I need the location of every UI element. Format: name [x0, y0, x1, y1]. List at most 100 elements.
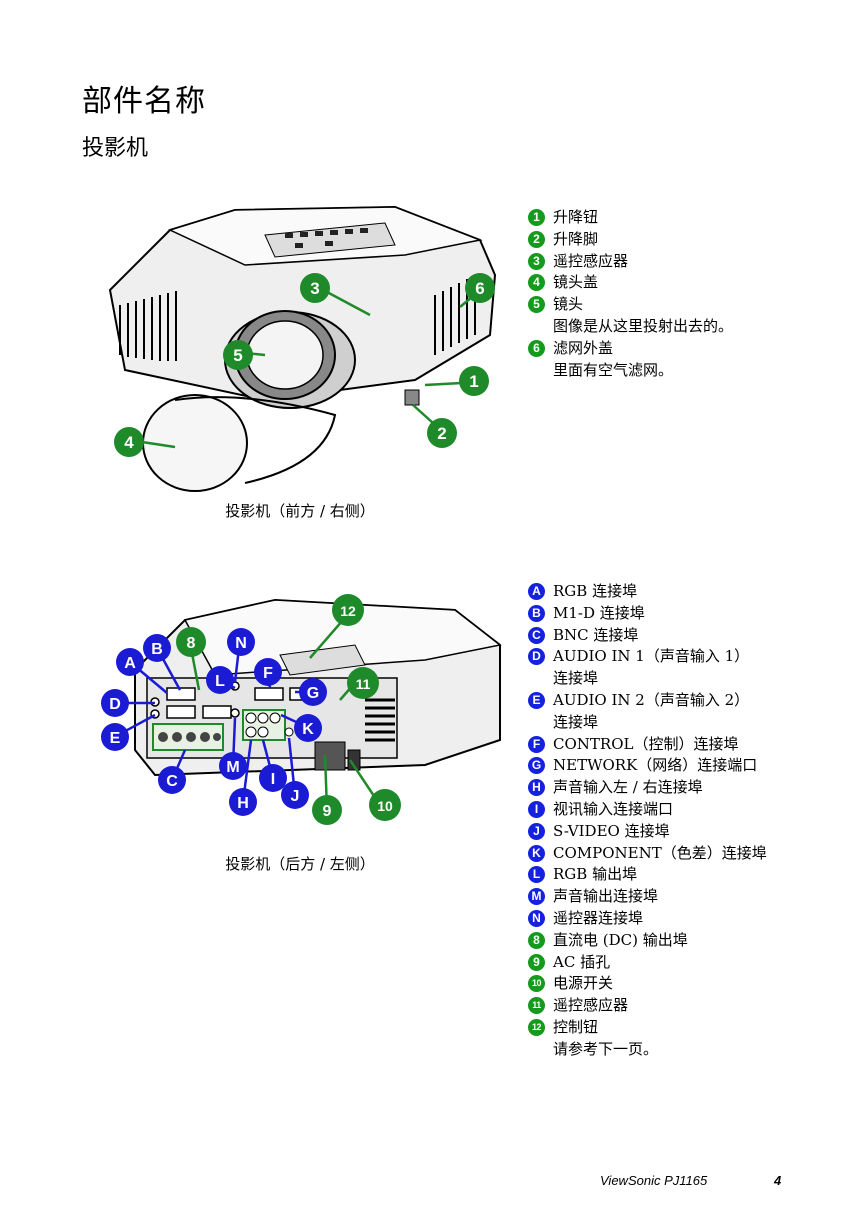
svg-text:L: L — [215, 673, 225, 690]
rear-callout-M: M — [219, 752, 247, 780]
rear-callout-10: 10 — [369, 789, 401, 821]
front-callout-2: 2 — [427, 418, 457, 448]
badge-C: C — [528, 626, 545, 644]
svg-text:10: 10 — [377, 798, 393, 814]
legend-label: M1-D 连接埠 — [553, 603, 645, 622]
badge-N: N — [528, 909, 545, 927]
legend-label: 电源开关 — [553, 974, 614, 993]
badge-J: J — [528, 822, 545, 840]
legend-label: AC 插孔 — [553, 952, 611, 971]
svg-text:J: J — [291, 788, 300, 805]
legend-sub: 里面有空气滤网。 — [553, 360, 674, 379]
legend-label: 声音输出连接埠 — [553, 887, 659, 906]
legend-label: 镜头 — [553, 295, 584, 314]
badge-M: M — [528, 888, 545, 906]
legend-item: D AUDIO IN 1（声音输入 1） 连接埠 — [528, 646, 767, 690]
svg-text:11: 11 — [356, 676, 371, 692]
badge-4: 4 — [528, 274, 545, 292]
front-callout-3: 3 — [300, 273, 330, 303]
badge-5: 5 — [528, 296, 545, 314]
svg-text:K: K — [302, 721, 314, 738]
front-caption: 投影机（前方 / 右侧） — [225, 502, 375, 520]
legend-item: 6 滤网外盖里面有空气滤网。 — [528, 338, 733, 382]
badge-H: H — [528, 779, 545, 797]
front-callout-6: 6 — [465, 273, 495, 303]
svg-text:B: B — [151, 641, 163, 658]
badge-B: B — [528, 604, 545, 622]
legend-item: 9 AC 插孔 — [528, 952, 767, 974]
rear-callout-A: A — [116, 648, 144, 676]
front-projector-illustration: 1 2 3 4 5 6 — [108, 205, 497, 492]
svg-text:E: E — [110, 730, 121, 747]
front-callout-1: 1 — [459, 366, 489, 396]
legend-label: 遥控器连接埠 — [553, 908, 644, 927]
front-callout-5: 5 — [223, 340, 253, 370]
badge-1: 1 — [528, 209, 545, 226]
front-callout-4: 4 — [114, 427, 144, 457]
svg-text:A: A — [124, 655, 136, 672]
legend-label: 直流电 (DC) 输出埠 — [553, 930, 688, 949]
legend-label: COMPONENT（色差）连接埠 — [553, 843, 767, 862]
rear-callout-G: G — [299, 678, 327, 706]
badge-3: 3 — [528, 252, 545, 270]
rear-callout-J: J — [281, 781, 309, 809]
svg-text:2: 2 — [437, 424, 446, 443]
legend-item: M 声音输出连接埠 — [528, 886, 767, 908]
svg-text:G: G — [307, 685, 319, 702]
svg-text:3: 3 — [310, 279, 319, 298]
badge-I: I — [528, 800, 545, 818]
rear-callout-B: B — [143, 634, 171, 662]
legend-label: 遥控感应器 — [553, 996, 629, 1015]
badge-11: 11 — [528, 997, 545, 1015]
badge-9: 9 — [528, 953, 545, 971]
legend-label: 滤网外盖 — [553, 338, 614, 357]
svg-text:D: D — [109, 696, 121, 713]
legend-item: 1 升降钮 — [528, 207, 733, 229]
legend-item: 11 遥控感应器 — [528, 995, 767, 1017]
svg-text:M: M — [226, 759, 239, 776]
svg-text:5: 5 — [233, 346, 242, 365]
legend-item: I 视讯输入连接端口 — [528, 799, 767, 821]
legend-sub: 图像是从这里投射出去的。 — [553, 316, 734, 335]
legend-item: B M1-D 连接埠 — [528, 603, 767, 625]
rear-callout-D: D — [101, 689, 129, 717]
badge-12: 12 — [528, 1018, 545, 1036]
badge-D: D — [528, 648, 545, 666]
footer-brand: ViewSonic PJ1165 — [600, 1173, 708, 1188]
legend-label: 视讯输入连接端口 — [553, 799, 674, 818]
rear-projector-illustration: A B C D E F G H I J K L M N 8 9 10 11 12 — [101, 594, 502, 825]
legend-item: 4 镜头盖 — [528, 272, 733, 294]
svg-text:8: 8 — [187, 635, 196, 652]
legend-item: 5 镜头图像是从这里投射出去的。 — [528, 294, 733, 338]
badge-A: A — [528, 583, 545, 600]
legend-sub: 连接埠 — [553, 669, 599, 688]
legend-label: 镜头盖 — [553, 273, 599, 292]
legend-label: 升降脚 — [553, 229, 599, 248]
rear-callout-N: N — [227, 628, 255, 656]
legend-label: 升降钮 — [553, 208, 599, 226]
rear-callout-H: H — [229, 788, 257, 816]
legend-label: 控制钮 — [553, 1017, 599, 1036]
rear-callout-8: 8 — [176, 627, 206, 657]
legend-sub: 连接埠 — [553, 712, 599, 731]
page-number: 4 — [774, 1173, 782, 1188]
svg-text:N: N — [235, 635, 247, 652]
svg-text:12: 12 — [340, 603, 356, 619]
legend-label: AUDIO IN 1（声音输入 1） — [553, 647, 750, 666]
rear-callout-12: 12 — [332, 594, 364, 626]
badge-6: 6 — [528, 339, 545, 357]
svg-text:4: 4 — [124, 433, 134, 452]
